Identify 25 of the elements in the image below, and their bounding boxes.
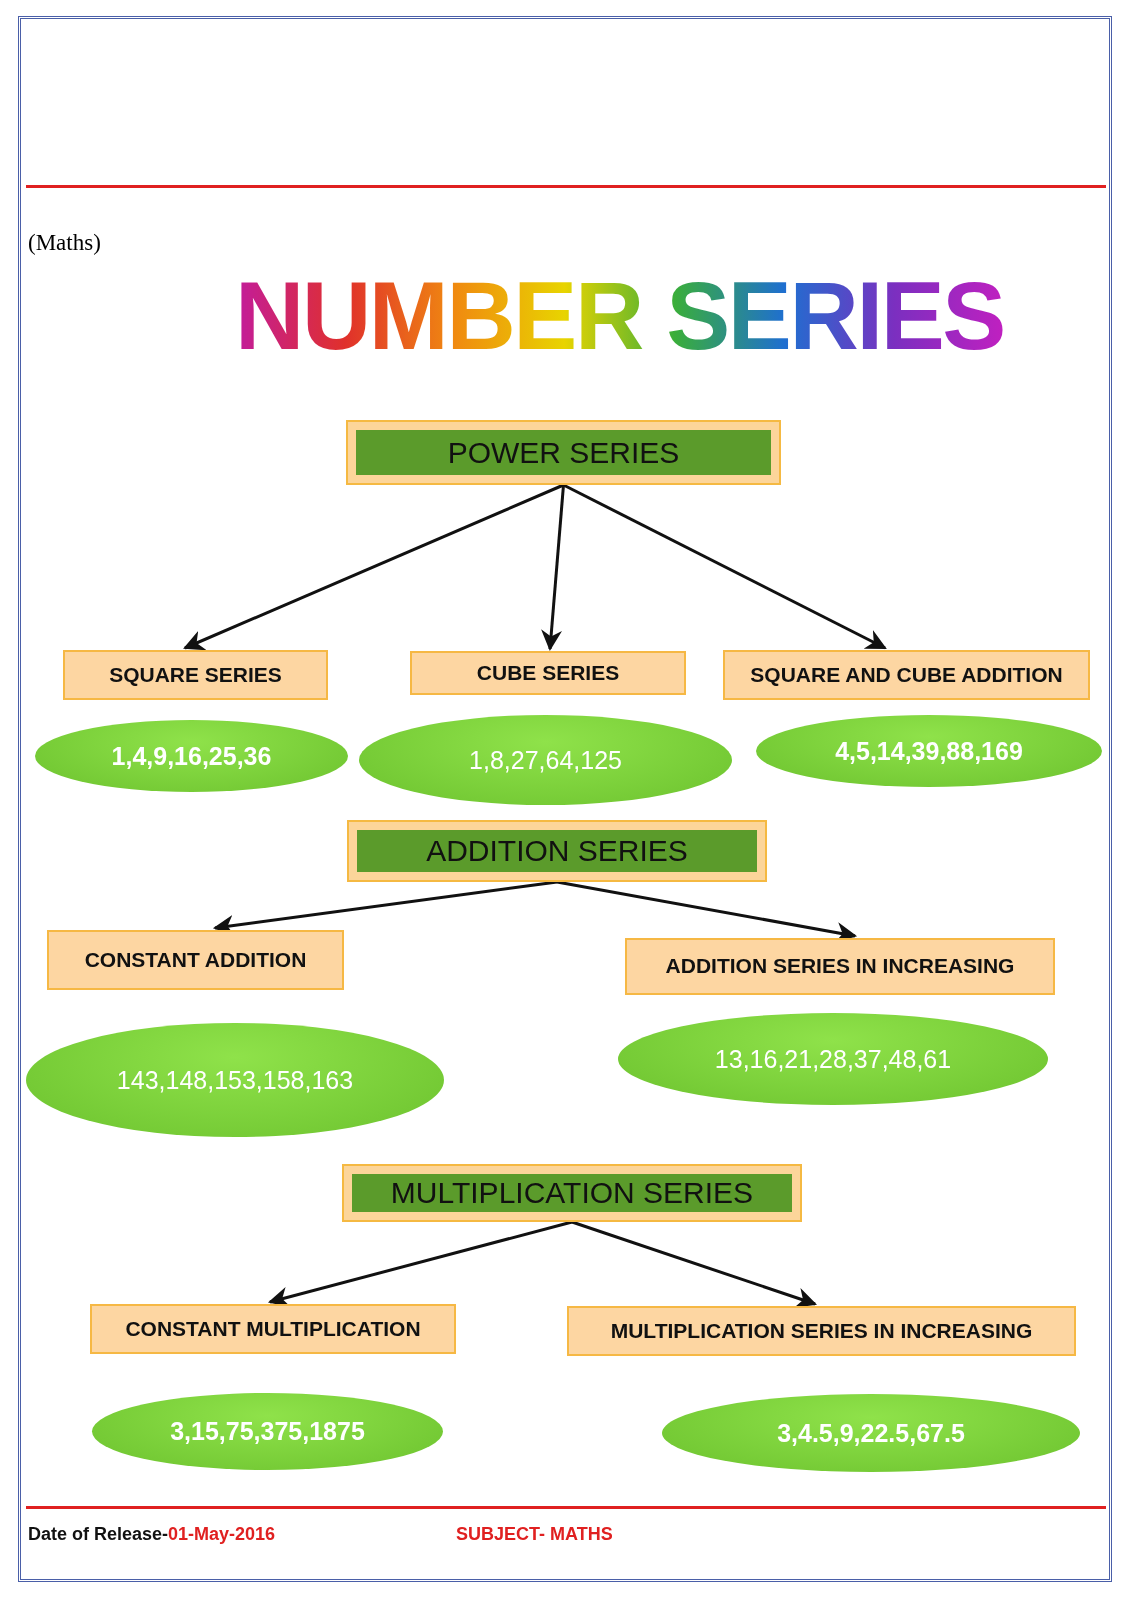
release-date: 01-May-2016 bbox=[168, 1523, 276, 1546]
series-ellipse: 4,5,14,39,88,169 bbox=[756, 715, 1102, 787]
category-box: SQUARE SERIES bbox=[63, 650, 328, 700]
category-box: SQUARE AND CUBE ADDITION bbox=[723, 650, 1090, 700]
series-ellipse: 1,4,9,16,25,36 bbox=[35, 720, 348, 792]
series-ellipse: 1,8,27,64,125 bbox=[359, 715, 732, 805]
category-box: CONSTANT ADDITION bbox=[47, 930, 344, 990]
subject-note: (Maths) bbox=[28, 229, 101, 257]
series-ellipse: 143,148,153,158,163 bbox=[26, 1023, 444, 1137]
release-date-label: Date of Release- bbox=[28, 1523, 169, 1546]
category-box: CONSTANT MULTIPLICATION bbox=[90, 1304, 456, 1354]
subject-label: SUBJECT- MATHS bbox=[456, 1523, 613, 1546]
header-box: POWER SERIES bbox=[346, 420, 781, 485]
series-ellipse: 3,15,75,375,1875 bbox=[92, 1393, 443, 1470]
arrow bbox=[571, 1220, 817, 1308]
series-ellipse: 13,16,21,28,37,48,61 bbox=[618, 1013, 1048, 1105]
arrow bbox=[541, 484, 565, 652]
header-box: MULTIPLICATION SERIES bbox=[342, 1164, 802, 1222]
category-box: MULTIPLICATION SERIES IN INCREASING bbox=[567, 1306, 1076, 1356]
category-box: ADDITION SERIES IN INCREASING bbox=[625, 938, 1055, 995]
arrow bbox=[183, 483, 565, 651]
arrow bbox=[562, 483, 887, 650]
category-box: CUBE SERIES bbox=[410, 651, 686, 695]
series-ellipse: 3,4.5,9,22.5,67.5 bbox=[662, 1394, 1080, 1472]
header-box: ADDITION SERIES bbox=[347, 820, 767, 882]
